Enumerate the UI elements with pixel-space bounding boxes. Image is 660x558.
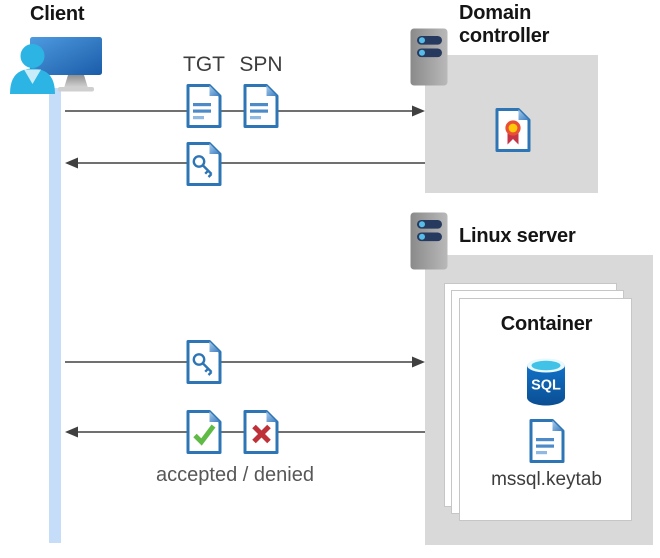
client-label: Client [30,3,85,25]
client-lifeline [49,88,61,543]
arrowhead-right-icon [412,105,425,117]
tgt-document-icon [186,84,222,128]
certificate-document-icon [495,108,531,152]
linux-server-label: Linux server [459,225,576,247]
accepted-check-document-icon [186,410,222,454]
keytab-document-icon [529,419,565,463]
person-head [20,44,45,68]
arrow-client-to-linux-server [65,356,425,368]
arrowhead-left-icon [65,157,78,169]
sql-database-icon: SQL [527,358,565,406]
linux-server-icon [410,212,448,270]
container-label: Container [500,313,593,335]
monitor-stand [64,75,88,88]
monitor-base [58,87,94,92]
arrow-client-to-domain-controller [65,105,425,117]
client-computer-user-icon [10,37,102,94]
denied-x-document-icon [243,410,279,454]
container-box: Container SQL mssql.keytab [459,298,632,521]
person-collar [24,69,41,84]
kerberos-ticket-key-document-icon [186,340,222,384]
accepted-denied-label: accepted / denied [156,464,314,486]
domain-controller-label: Domain controller [459,2,550,47]
keytab-label: mssql.keytab [491,469,602,490]
monitor-icon [30,37,102,75]
sql-label: SQL [531,378,561,394]
arrow-domain-controller-to-client [65,157,425,169]
spn-label: SPN [239,53,283,76]
arrowhead-right-icon [412,356,425,368]
spn-document-icon [243,84,279,128]
tgt-label: TGT [183,53,225,76]
domain-controller-server-icon [410,28,448,86]
arrowhead-left-icon [65,426,78,438]
kerberos-ticket-key-document-icon [186,142,222,186]
